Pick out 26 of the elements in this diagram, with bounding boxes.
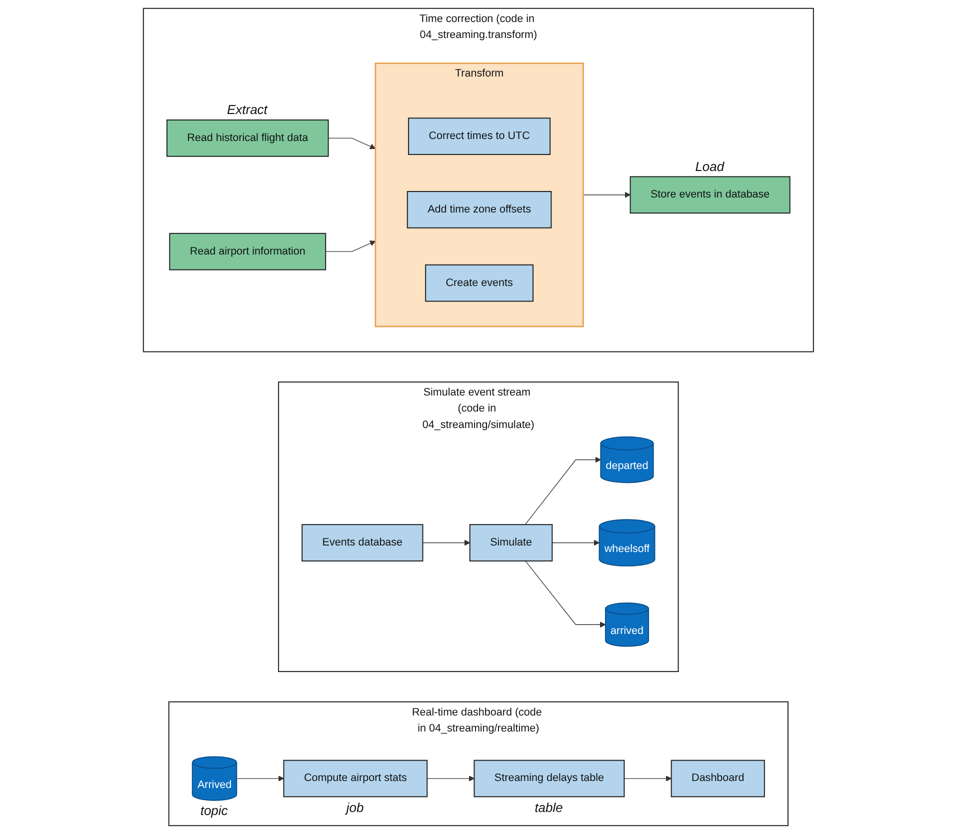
arrow [328,138,376,150]
arrow [551,540,600,546]
node-caption: table [534,800,563,815]
node-box: Read historical flight data [166,119,328,157]
node-box: Read airport information [168,232,326,270]
node-caption: job [346,800,364,815]
arrow [426,776,474,782]
arrow [236,776,284,782]
node-box: Add time zone offsets [406,191,552,228]
arrow [422,540,470,546]
node-box: Events database [301,524,423,562]
node-box: Compute airport stats [282,760,428,798]
arrow [524,456,601,525]
node-box: Correct times to UTC [408,118,550,155]
node-box: Streaming delays table [473,760,624,798]
node-box: Create events [424,264,534,302]
node-box: Store events in database [629,176,790,214]
arrow [623,776,672,782]
node-caption: Extract [226,102,268,117]
arrow [582,192,630,198]
arrow [324,240,376,252]
node-caption: Load [695,158,724,174]
node-box: Dashboard [670,760,765,798]
node-box: Simulate [468,524,552,562]
node-caption: topic [200,803,228,818]
arrow [524,560,606,628]
